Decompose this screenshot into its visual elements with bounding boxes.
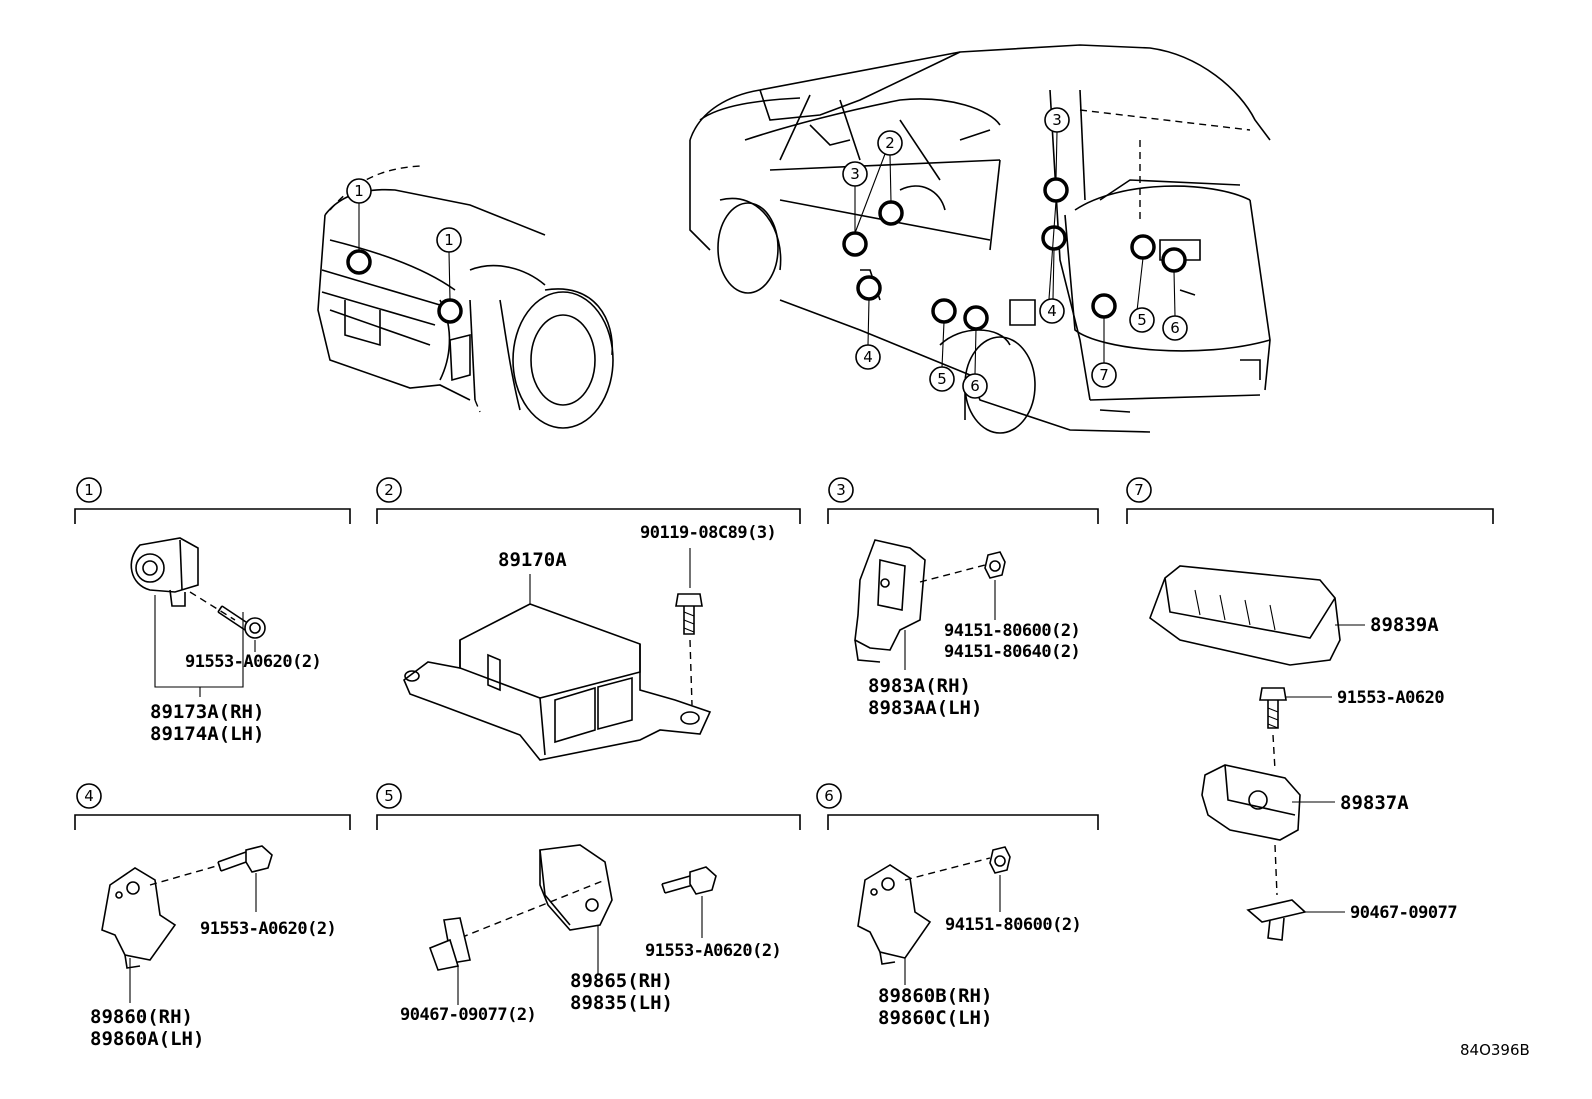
part-8983A-RH: 8983A(RH)	[868, 675, 971, 697]
front-airbag-sensor-drawing	[130, 537, 199, 607]
part-91553-A0620-x2-s5: 91553-A0620(2)	[645, 941, 781, 961]
part-91553-A0620: 91553-A0620	[1337, 688, 1444, 708]
clip-5-drawing	[428, 917, 471, 971]
callout-4b: 4	[1039, 298, 1065, 324]
section-1: 1 91553-A0620(2) 89173A(RH) 89174A(LH)	[74, 477, 351, 745]
rear-airbag-sensor-drawing	[1201, 764, 1301, 841]
section-5: 5 91553-A0620(2) 90467-09077(2) 89865(RH…	[376, 783, 801, 1025]
svg-text:5: 5	[1137, 311, 1147, 329]
callout-6a: 6	[962, 373, 988, 399]
section-5-number: 5	[384, 787, 394, 805]
svg-text:3: 3	[1052, 111, 1062, 129]
callout-4a: 4	[855, 344, 881, 370]
callout-1a: 1	[346, 178, 372, 204]
part-89174A-LH: 89174A(LH)	[150, 723, 264, 745]
section-4-number: 4	[84, 787, 94, 805]
section-1-number: 1	[84, 481, 94, 499]
section-6-number: 6	[824, 787, 834, 805]
callout-6b: 6	[1162, 315, 1188, 341]
section-3-number: 3	[836, 481, 846, 499]
callout-5b: 5	[1129, 307, 1155, 333]
part-90119-08C89-x3: 90119-08C89(3)	[640, 523, 776, 543]
cover-bolt-drawing	[1259, 687, 1287, 729]
svg-text:4: 4	[863, 348, 873, 366]
part-89865-RH: 89865(RH)	[570, 970, 673, 992]
part-89835-LH: 89835(LH)	[570, 992, 673, 1014]
part-89173A-RH: 89173A(RH)	[150, 701, 264, 723]
part-94151-80600-x2: 94151-80600(2)	[944, 621, 1080, 641]
rear-clip-drawing	[1246, 899, 1307, 941]
part-89860C-LH: 89860C(LH)	[878, 1007, 992, 1029]
impact-sensor-6-drawing	[857, 864, 932, 965]
nut-6-drawing	[989, 846, 1011, 874]
bolt-drawing	[217, 605, 266, 639]
section-7-number: 7	[1134, 481, 1144, 499]
bolt-5-drawing	[661, 866, 717, 895]
callout-7: 7	[1091, 362, 1117, 388]
svg-text:6: 6	[1170, 319, 1180, 337]
part-89860-RH: 89860(RH)	[90, 1006, 193, 1028]
section-2-number: 2	[384, 481, 394, 499]
part-89860B-RH: 89860B(RH)	[878, 985, 992, 1007]
callout-3a: 3	[842, 161, 868, 187]
section-7: 7 89839A 91553-A0620 89837A 9046	[1126, 477, 1494, 941]
part-89837A: 89837A	[1340, 792, 1409, 814]
sensor-cover-drawing	[1149, 565, 1341, 666]
vehicle-callouts: 1 1 2 3 3 4 4 5 5 6 6 7	[346, 107, 1188, 399]
nut-drawing	[984, 551, 1006, 579]
impact-sensor-5-drawing	[539, 844, 613, 931]
svg-text:5: 5	[937, 370, 947, 388]
section-6: 6 94151-80600(2) 89860B(RH) 89860C(LH)	[816, 783, 1099, 1029]
callout-leaders	[358, 131, 1176, 375]
section-4: 4 91553-A0620(2) 89860(RH) 89860A(LH)	[74, 783, 351, 1050]
svg-text:7: 7	[1099, 366, 1109, 384]
callout-5a: 5	[929, 366, 955, 392]
part-90467-09077-x2: 90467-09077(2)	[400, 1005, 536, 1025]
ecu-bolt-drawing	[675, 593, 703, 635]
part-8983AA-LH: 8983AA(LH)	[868, 697, 982, 719]
svg-text:4: 4	[1047, 302, 1057, 320]
section-3: 3 94151-80600(2) 94151-80640(2) 8983A(RH…	[827, 477, 1099, 719]
part-91553-A0620-x2: 91553-A0620(2)	[185, 652, 321, 672]
diagram-id: 84O396B	[1460, 1041, 1530, 1059]
part-90467-09077: 90467-09077	[1350, 903, 1457, 923]
airbag-ecu-drawing	[403, 603, 712, 761]
svg-text:6: 6	[970, 377, 980, 395]
callout-1b: 1	[436, 227, 462, 253]
side-airbag-sensor-drawing	[854, 539, 926, 663]
part-94151-80640-x2: 94151-80640(2)	[944, 642, 1080, 662]
svg-text:2: 2	[885, 134, 895, 152]
part-89839A: 89839A	[1370, 614, 1439, 636]
callout-3b: 3	[1044, 107, 1070, 133]
part-94151-80600-x2-s6: 94151-80600(2)	[945, 915, 1081, 935]
section-2: 2 90119-08C89(3) 89170A	[376, 477, 801, 761]
part-91553-A0620-x2-s4: 91553-A0620(2)	[200, 919, 336, 939]
svg-text:3: 3	[850, 165, 860, 183]
svg-text:1: 1	[444, 231, 454, 249]
svg-text:1: 1	[354, 182, 364, 200]
callout-2: 2	[877, 130, 903, 156]
part-89860A-LH: 89860A(LH)	[90, 1028, 204, 1050]
bolt-4-drawing	[217, 845, 273, 873]
part-89170A: 89170A	[498, 549, 567, 571]
front-vehicle-illustration	[317, 165, 614, 429]
impact-sensor-4-drawing	[101, 867, 177, 969]
